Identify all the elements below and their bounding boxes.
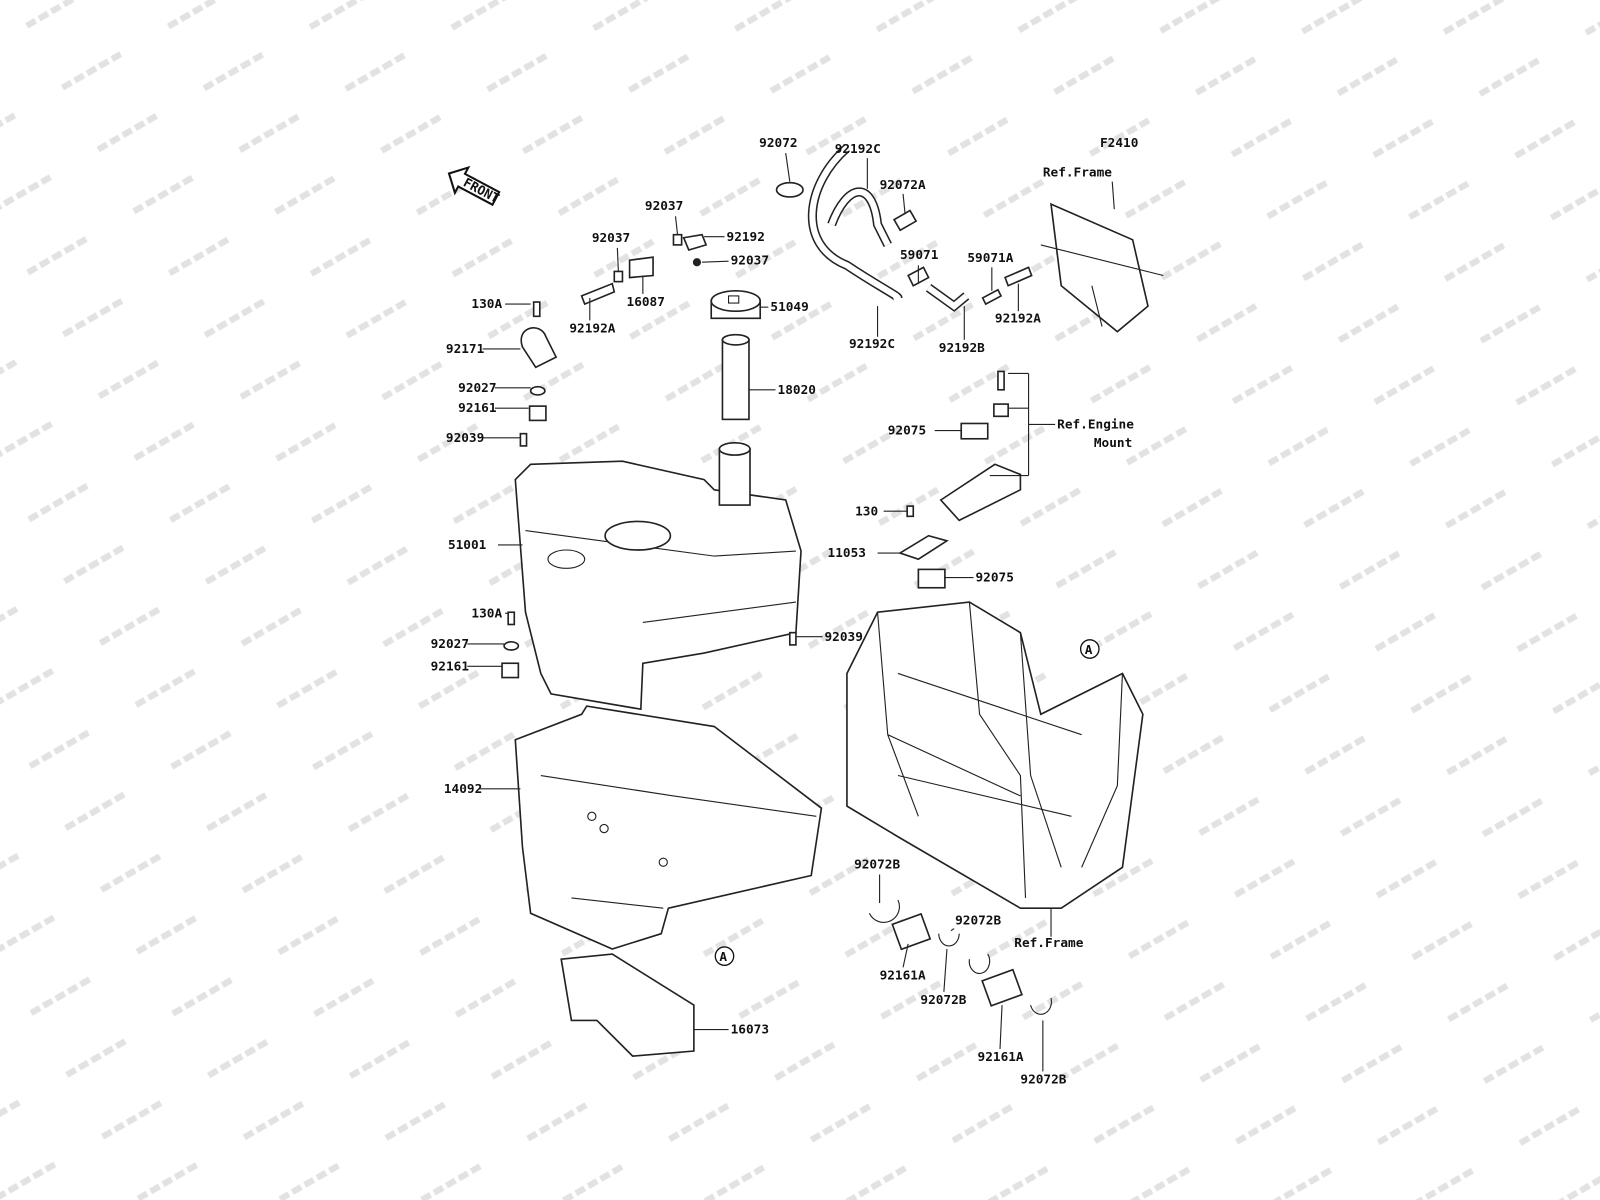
part-label-mount: Mount	[1094, 436, 1132, 451]
part-label-51049: 51049	[770, 300, 808, 315]
part-label-92161a: 92161A	[880, 969, 926, 984]
part-label-ref-frame: Ref.Frame	[1014, 936, 1083, 951]
leader-line	[950, 928, 955, 932]
part-label-92072b: 92072B	[1020, 1073, 1066, 1088]
part-label-92192: 92192	[727, 230, 765, 245]
part-label-16073: 16073	[731, 1023, 769, 1038]
leader-line	[989, 372, 1056, 477]
part-label-92037: 92037	[645, 199, 683, 214]
grommets-and-clamps	[868, 899, 1052, 1015]
callout-a-bottom: A	[714, 946, 735, 966]
part-label-92027: 92027	[458, 381, 496, 396]
callout-a-top: A	[1079, 639, 1100, 659]
part-label-92192a: 92192A	[995, 311, 1041, 326]
part-label-92037: 92037	[592, 231, 630, 246]
part-label-92072a: 92072A	[880, 178, 926, 193]
leader-line	[943, 948, 948, 992]
part-label-92192c: 92192C	[849, 337, 895, 352]
part-label-130: 130	[855, 504, 878, 519]
part-label-92072b: 92072B	[854, 857, 900, 872]
part-label-92075: 92075	[976, 571, 1014, 586]
part-label-59071a: 59071A	[967, 251, 1013, 266]
engine-mount-parts	[898, 370, 1022, 589]
part-label-18020: 18020	[778, 383, 816, 398]
part-label-130a: 130A	[471, 606, 502, 621]
leader-line	[902, 193, 906, 215]
part-label-59071: 59071	[900, 248, 939, 263]
leader-line	[902, 943, 909, 968]
part-label-51001: 51001	[448, 538, 487, 553]
part-label-92171: 92171	[446, 342, 485, 357]
part-label-92037: 92037	[731, 253, 769, 268]
part-label-ref-engine: Ref.Engine	[1057, 418, 1134, 433]
fuel-cap	[710, 290, 762, 320]
part-label-92039: 92039	[446, 431, 484, 446]
part-label-14092: 14092	[444, 782, 482, 797]
part-label-92192b: 92192B	[939, 341, 985, 356]
leader-line	[674, 216, 679, 235]
tank-tray	[514, 705, 823, 950]
part-label-92161: 92161	[458, 401, 497, 416]
leader-line	[999, 1005, 1003, 1050]
part-label-92072b: 92072B	[920, 993, 966, 1008]
leader-line	[785, 152, 791, 182]
callout-letter: A	[719, 950, 727, 965]
part-label-92161: 92161	[431, 659, 470, 674]
vehicle-frame	[846, 601, 1144, 909]
part-label-92072b: 92072B	[955, 913, 1001, 928]
fuel-tank	[514, 442, 802, 711]
leader-line	[1111, 181, 1115, 210]
part-label-130a: 130A	[471, 297, 502, 312]
part-labels: Ref.Frame 92072 92192C 92072A 92037 92192 9203…	[431, 136, 1135, 1088]
part-label-11053: 11053	[828, 546, 866, 561]
part-label-92027: 92027	[431, 637, 469, 652]
hoses	[580, 144, 1033, 312]
leader-line	[616, 247, 619, 272]
filler-tube	[721, 333, 750, 421]
part-label-92075: 92075	[888, 424, 926, 439]
part-label-16087: 16087	[627, 295, 665, 310]
part-label-92192c: 92192C	[835, 142, 881, 157]
frame-ref-top	[1040, 202, 1164, 333]
part-label-92161a: 92161A	[978, 1050, 1024, 1065]
callout-letter: A	[1085, 643, 1093, 658]
part-label-92072: 92072	[759, 136, 797, 151]
leader-line	[702, 260, 729, 263]
leader-lines	[467, 152, 1115, 1072]
tank-hardware	[501, 301, 797, 679]
part-label-ref-frame: Ref.Frame	[1043, 166, 1112, 181]
part-label-92192a: 92192A	[569, 322, 615, 337]
tank-pad	[560, 953, 695, 1057]
part-label-92039: 92039	[824, 630, 862, 645]
diagram-code: F2410	[1100, 136, 1138, 151]
